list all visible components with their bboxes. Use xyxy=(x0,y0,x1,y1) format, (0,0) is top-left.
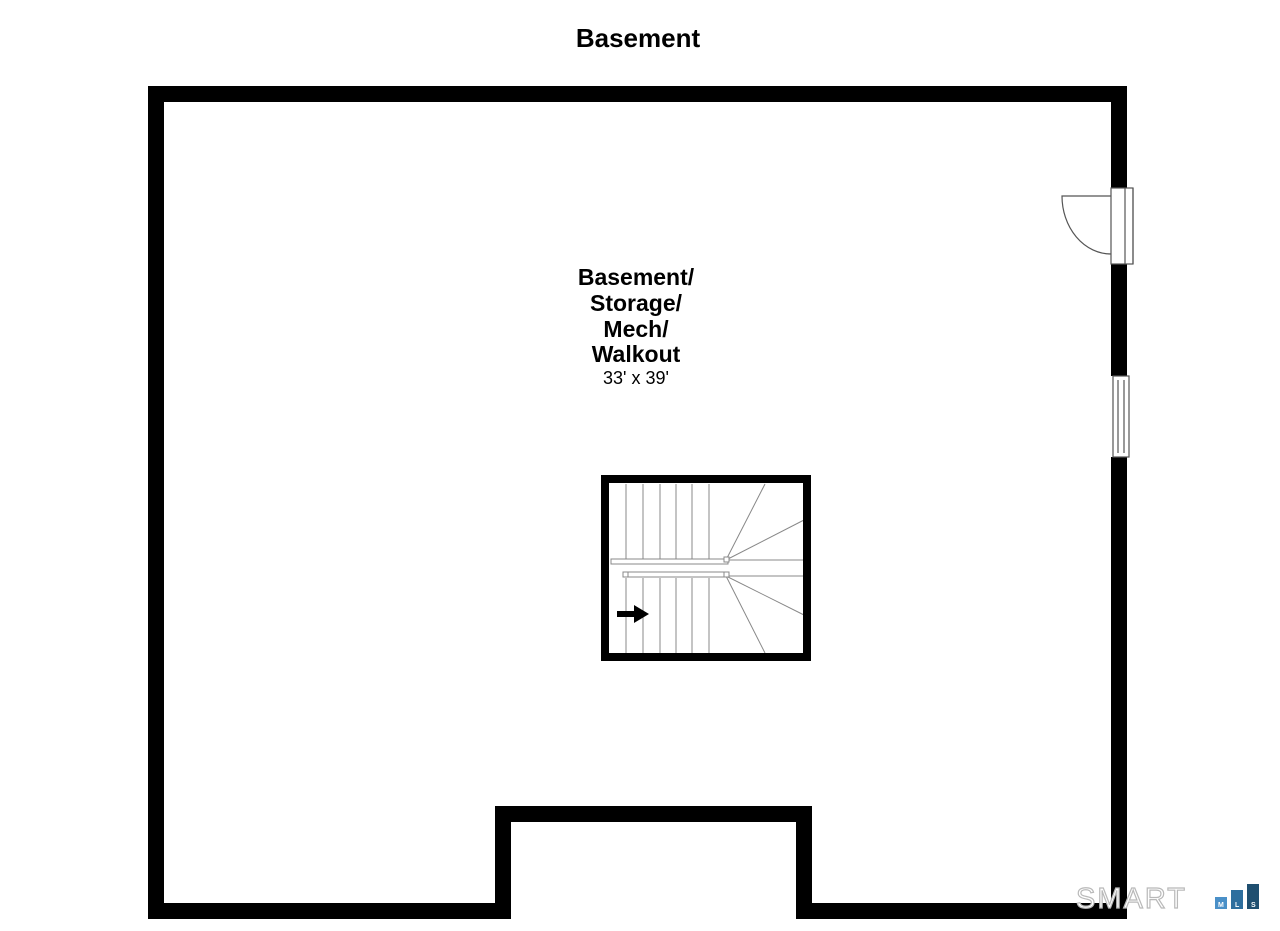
room-name-line-2: Storage/ xyxy=(590,290,683,316)
logo-s-letter: S xyxy=(1251,902,1256,909)
smart-mls-logo: SMART M L S xyxy=(1075,882,1259,916)
stairwell xyxy=(601,475,811,661)
logo-s-box xyxy=(1247,884,1259,909)
logo-m-letter: M xyxy=(1218,902,1224,909)
room-name-line-3: Mech/ xyxy=(603,316,669,342)
exterior-walls xyxy=(148,86,1127,919)
exterior-door xyxy=(1061,187,1134,265)
room-name-line-4: Walkout xyxy=(592,341,681,367)
stairwell-walls xyxy=(601,475,811,661)
room-dimensions: 33' x 39' xyxy=(603,368,669,388)
logo-text: SMART xyxy=(1076,883,1187,915)
stair-treads xyxy=(610,483,805,654)
stair-direction-arrow-icon xyxy=(617,605,649,623)
room-name-line-1: Basement/ xyxy=(578,264,695,290)
logo-l-box xyxy=(1231,890,1243,909)
window xyxy=(1112,375,1130,458)
logo-l-letter: L xyxy=(1235,902,1240,909)
room-label: Basement/ Storage/ Mech/ Walkout 33' x 3… xyxy=(578,264,695,388)
floor-title: Basement xyxy=(576,23,701,53)
logo-m-box xyxy=(1215,897,1227,909)
